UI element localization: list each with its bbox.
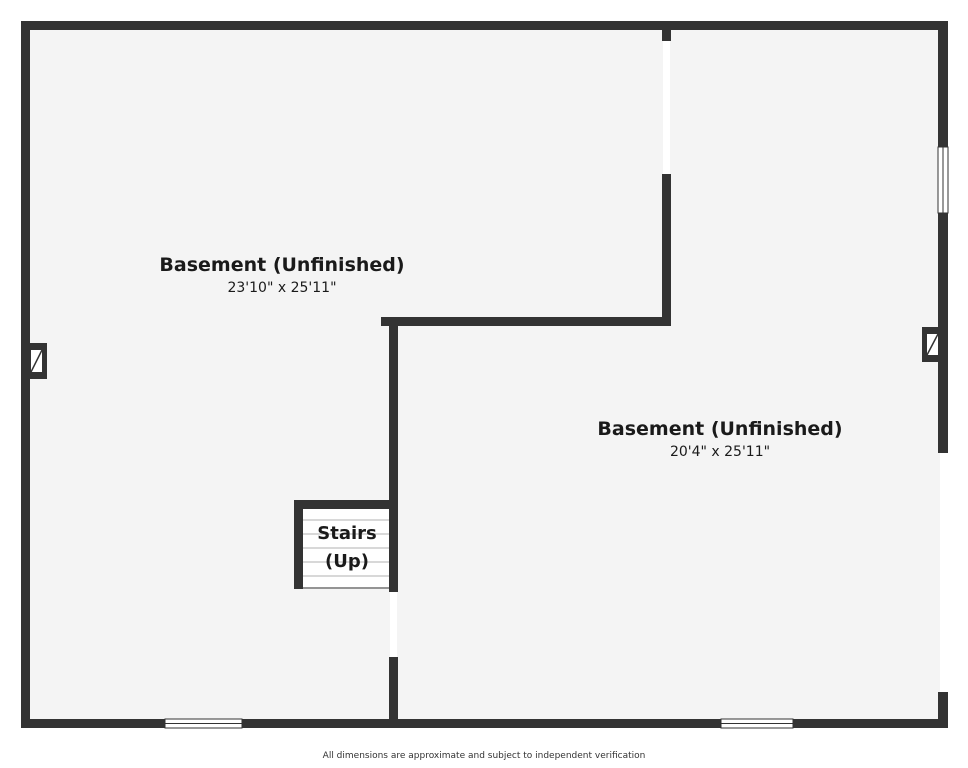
stairs-label-line2: (Up): [325, 551, 369, 572]
wall-interior-horizontal: [381, 317, 671, 326]
stair-treads: [303, 519, 389, 577]
room-left-name: Basement (Unfinished): [159, 254, 404, 276]
opening-right-wall: [940, 453, 946, 692]
walls: [21, 21, 948, 728]
window-bottom-left: [164, 718, 243, 729]
wall-top: [21, 21, 948, 30]
wall-interior-top-stub: [662, 21, 671, 41]
wall-left: [21, 21, 30, 728]
wall-interior-lower: [389, 317, 398, 592]
fixture-right-wall: [922, 327, 943, 362]
wall-bottom: [21, 719, 948, 728]
openings: [390, 41, 946, 692]
floor-fill: [26, 26, 943, 720]
room-right-dimensions: 20'4" x 25'11": [670, 444, 770, 460]
opening-interior-upper: [663, 41, 670, 174]
disclaimer-text: All dimensions are approximate and subje…: [322, 751, 646, 761]
room-left-floor: [26, 26, 666, 720]
wall-fixtures: [26, 327, 943, 379]
wall-right-lower: [938, 692, 948, 728]
window-bottom-right: [720, 718, 794, 729]
wall-interior-bottom-stub: [389, 657, 398, 728]
wall-stairs-left: [294, 500, 303, 589]
opening-interior-lower: [390, 592, 397, 657]
window-right-upper: [937, 146, 949, 214]
wall-interior-upper: [662, 174, 671, 326]
wall-right-upper: [938, 21, 948, 453]
room-right-floor: [393, 26, 943, 720]
fixture-left-wall: [26, 343, 47, 379]
room-labels: Basement (Unfinished) 23'10" x 25'11" Ba…: [159, 254, 842, 572]
wall-stairs-top: [294, 500, 398, 509]
stairs: [294, 509, 389, 589]
room-right-name: Basement (Unfinished): [597, 418, 842, 440]
windows: [164, 146, 949, 729]
stairs-label-line1: Stairs: [317, 523, 376, 544]
room-left-dimensions: 23'10" x 25'11": [227, 280, 336, 296]
